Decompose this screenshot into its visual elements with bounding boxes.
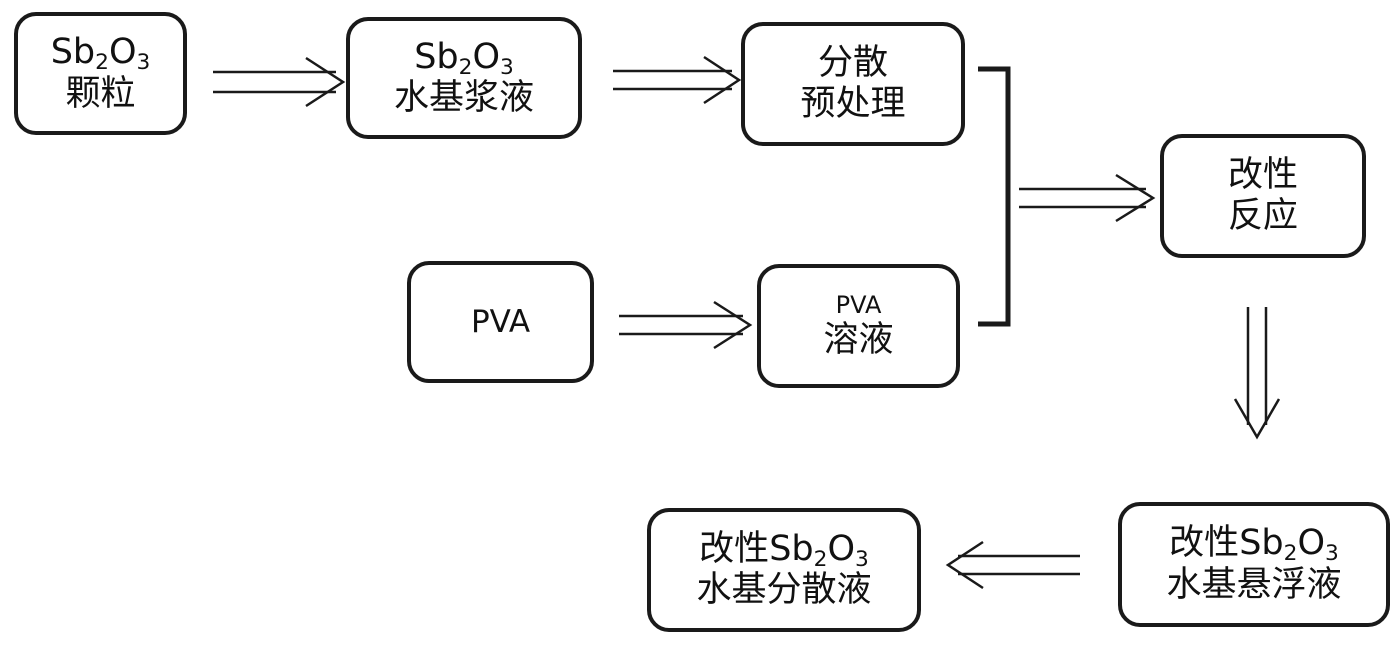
node-dispersion-pretreatment: 分散 预处理 (741, 22, 965, 146)
node-label-line1: PVA (836, 291, 882, 319)
arrow-slurry-to-pretreatment (613, 57, 739, 103)
node-label-line2: 溶液 (823, 320, 893, 361)
node-label-line2: 水基分散液 (696, 570, 871, 611)
node-label-line1: 分散 (818, 43, 888, 84)
chem-formula: Sb2O3 (51, 32, 151, 73)
node-label: PVA (471, 304, 530, 341)
node-label-line2: 水基悬浮液 (1166, 565, 1341, 606)
node-label: 颗粒 (65, 74, 135, 115)
node-sb2o3-particles: Sb2O3 颗粒 (14, 12, 187, 135)
node-sb2o3-slurry: Sb2O3 水基浆液 (346, 17, 582, 139)
node-pva-solution: PVA 溶液 (757, 264, 960, 388)
arrow-merge-to-reaction (1019, 175, 1153, 221)
node-label-line2: 反应 (1228, 196, 1298, 237)
node-pva: PVA (407, 261, 594, 383)
node-label-line1: 改性 (1228, 155, 1298, 196)
arrow-pva-to-solution (619, 302, 750, 348)
node-modification-reaction: 改性 反应 (1160, 134, 1366, 258)
node-label: 水基浆液 (394, 78, 534, 119)
node-modified-dispersion: 改性Sb2O3 水基分散液 (647, 508, 921, 632)
arrow-reaction-to-suspension (1235, 307, 1279, 437)
node-modified-suspension: 改性Sb2O3 水基悬浮液 (1118, 502, 1390, 627)
node-label-line1: 改性Sb2O3 (1169, 523, 1339, 564)
arrow-suspension-to-dispersion (948, 542, 1080, 588)
node-label-line1: 改性Sb2O3 (699, 529, 869, 570)
chem-formula: Sb2O3 (414, 37, 514, 78)
node-label-line2: 预处理 (800, 84, 905, 125)
arrow-particles-to-slurry (213, 58, 343, 106)
merge-bracket (978, 69, 1008, 324)
